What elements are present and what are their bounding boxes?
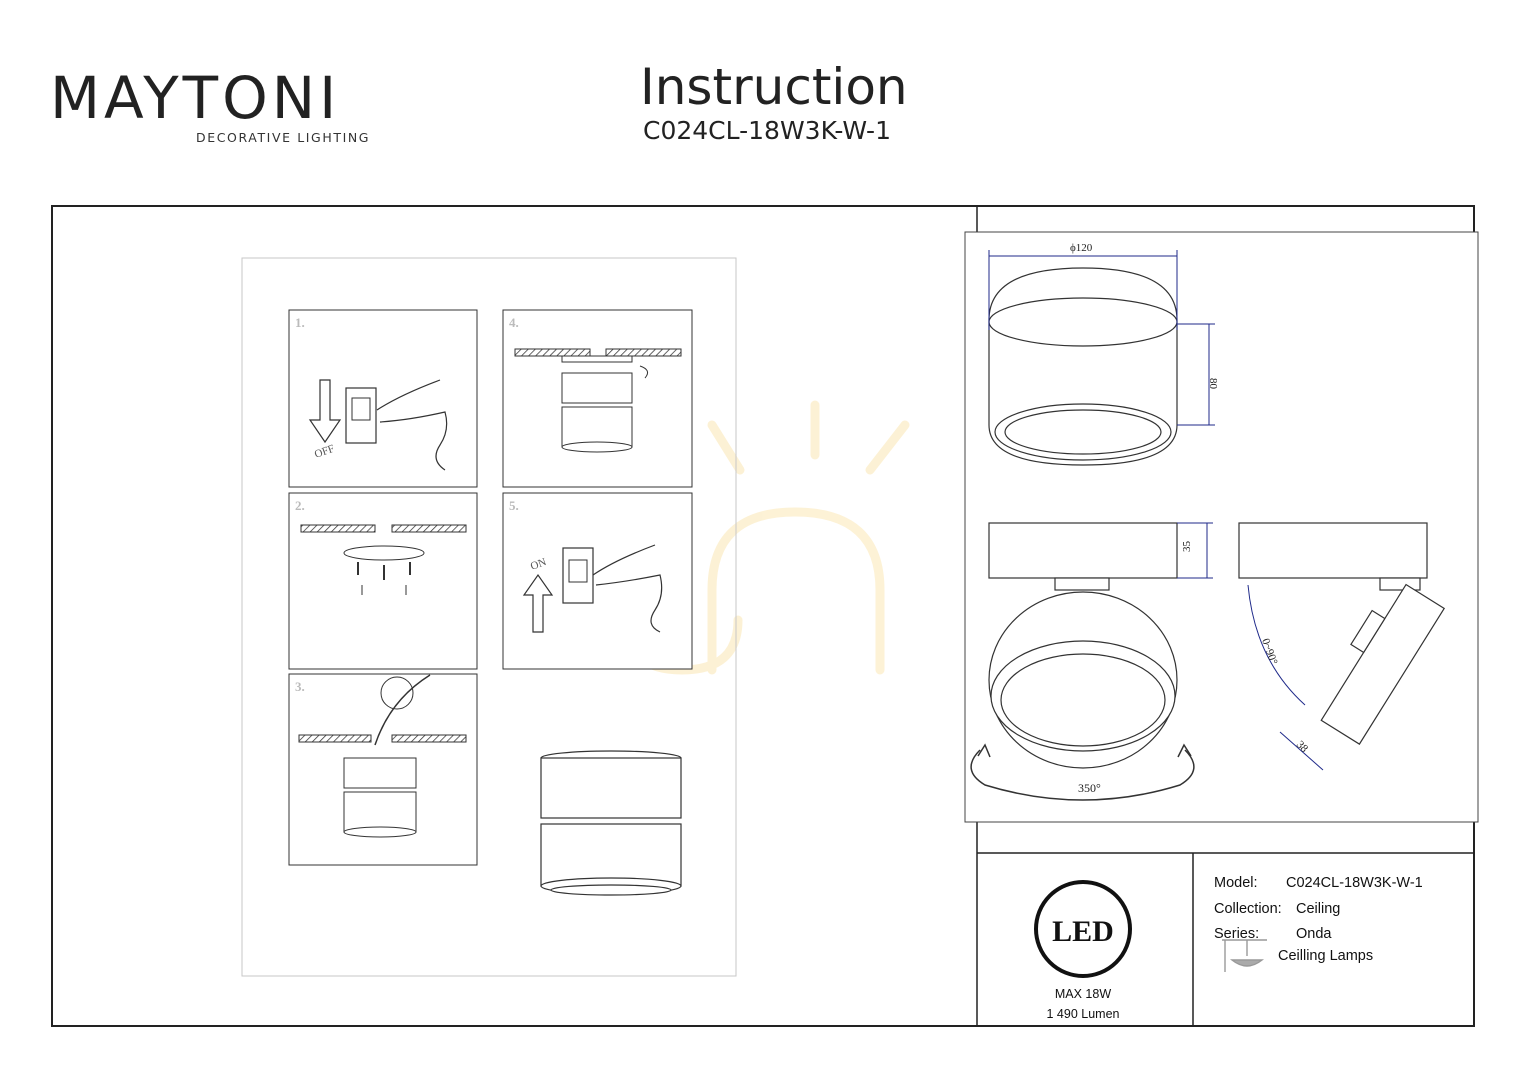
arrow-up-icon [522, 573, 554, 633]
step-5-number: 5. [509, 498, 519, 513]
lamp-side-view-drawing [988, 522, 1178, 769]
dimension-height-label: 80 [1207, 378, 1219, 390]
connector-detail-icon [380, 676, 414, 710]
model-value: C024CL-18W3K-W-1 [1286, 875, 1423, 891]
switch-on-label: ON [529, 556, 548, 573]
collection-label: Collection: [1214, 901, 1282, 917]
page-model-code: C024CL-18W3K-W-1 [643, 116, 891, 145]
brand-tagline: DECORATIVE LIGHTING [196, 130, 371, 145]
lamp-perspective-drawing [988, 267, 1178, 466]
step-1-panel: 1. OFF [288, 309, 478, 488]
led-max-power: MAX 18W [1054, 987, 1112, 1001]
page-title: Instruction [640, 58, 908, 116]
dimension-height [1177, 323, 1215, 426]
step-4-number: 4. [509, 315, 519, 330]
collection-value: Ceiling [1296, 901, 1341, 917]
step-4-panel: 4. [502, 309, 693, 488]
dimension-diameter-label: ϕ120 [1070, 242, 1093, 254]
dimension-base-height [1177, 522, 1213, 579]
step-2-number: 2. [295, 498, 305, 513]
ceiling-lamp-icon [1222, 939, 1267, 972]
dimension-head-width [1279, 731, 1324, 771]
led-badge-icon [1034, 880, 1132, 978]
hand-icon [592, 544, 663, 633]
finished-lamp-illustration [540, 750, 682, 896]
led-lumen: 1 490 Lumen [1046, 1007, 1120, 1021]
lamp-tilt-view-drawing [1238, 522, 1446, 745]
arrow-down-icon [308, 379, 342, 444]
dimension-base-height-label: 35 [1181, 541, 1193, 553]
brand-logo: MAYTONI [50, 64, 341, 132]
dimension-tilt-arc [1247, 584, 1306, 706]
cable-icon [374, 674, 431, 746]
instruction-sheet [241, 257, 737, 977]
dimension-diameter [988, 250, 1178, 330]
step-2-panel: 2. [288, 492, 478, 670]
step-3-panel: 3. [288, 673, 478, 866]
rotate-arrow-icon [639, 365, 649, 379]
step-5-panel: 5. ON [502, 492, 693, 670]
step-3-number: 3. [295, 679, 305, 694]
rotation-arrow-icon [970, 749, 1195, 801]
series-value: Onda [1296, 926, 1332, 942]
rotation-label: 350° [1078, 781, 1101, 795]
hand-icon [376, 379, 448, 471]
series-label: Series: [1214, 926, 1260, 942]
model-label: Model: [1214, 875, 1258, 891]
mounting-plate-icon [343, 545, 425, 561]
step-1-number: 1. [295, 315, 305, 330]
led-badge-text: LED [1052, 915, 1114, 948]
category-value: Ceilling Lamps [1278, 948, 1374, 964]
